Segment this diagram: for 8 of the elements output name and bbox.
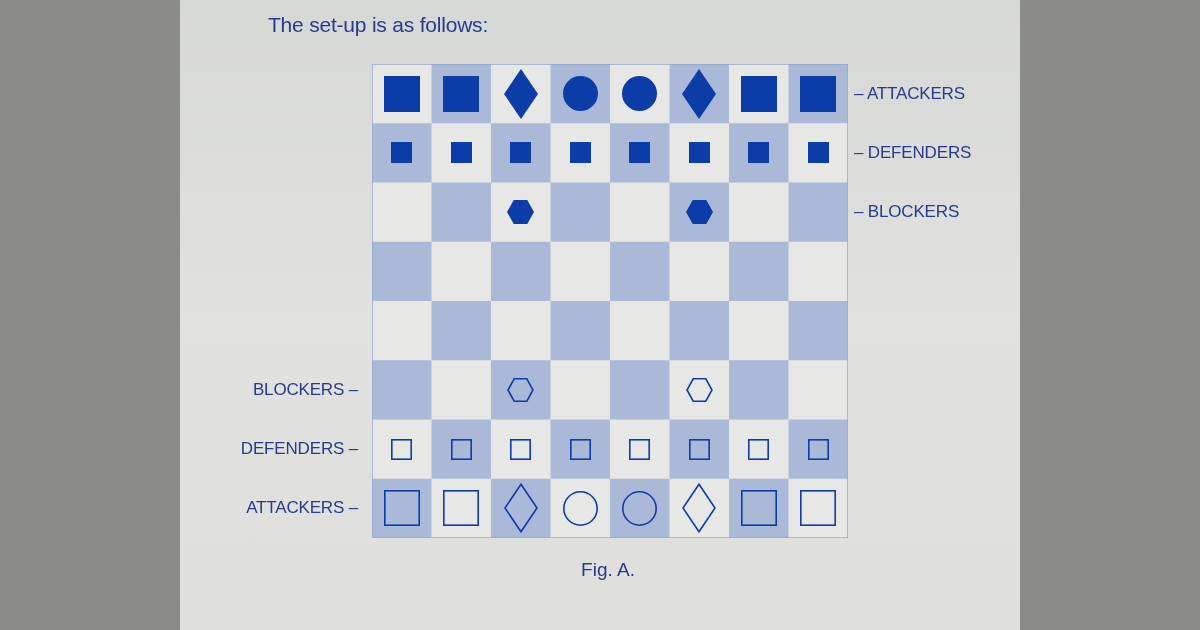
row-label: – ATTACKERS	[854, 82, 965, 105]
row-label: BLOCKERS –	[252, 378, 358, 401]
row-label: – DEFENDERS	[854, 141, 972, 164]
heading: The set-up is as follows:	[268, 12, 488, 38]
row-label: – BLOCKERS	[854, 201, 960, 224]
figure-caption: Fig. A.	[580, 558, 636, 582]
row-label: ATTACKERS –	[246, 497, 358, 520]
row-label: DEFENDERS –	[240, 438, 358, 461]
